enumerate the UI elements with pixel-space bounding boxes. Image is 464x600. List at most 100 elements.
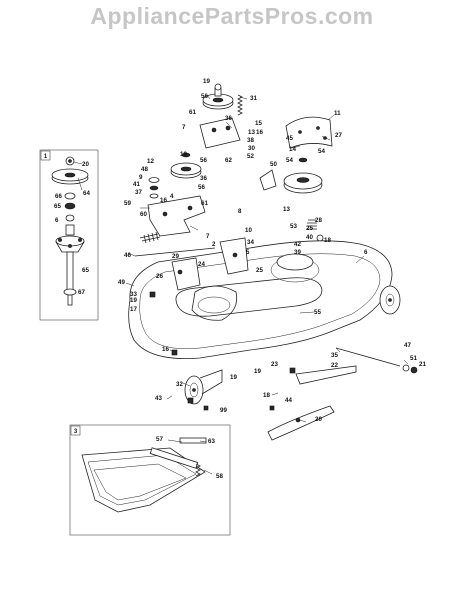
callout-13: 13 — [248, 129, 255, 136]
callout-61-b: 61 — [201, 200, 208, 207]
callout-14: 14 — [289, 146, 296, 153]
callout-23: 23 — [271, 361, 278, 368]
callout-40: 40 — [306, 234, 313, 241]
front-gauge-wheel-left — [184, 369, 223, 405]
callout-19: 19 — [203, 78, 210, 85]
callout-34: 34 — [247, 239, 254, 246]
callout-61: 61 — [189, 109, 196, 116]
callout-16: 16 — [256, 129, 263, 136]
belt-guard — [285, 116, 333, 149]
callout-16-b: 16 — [160, 197, 167, 204]
callout-56-c: 56 — [198, 184, 205, 191]
callout-63: 63 — [208, 438, 215, 445]
callout-7-b: 7 — [206, 233, 210, 240]
callout-13-b: 13 — [283, 206, 290, 213]
callout-59: 59 — [124, 200, 131, 207]
callout-36: 36 — [225, 115, 232, 122]
callout-6: 6 — [364, 249, 368, 256]
inset-1-box: 1 — [39, 149, 99, 321]
callout-65-upper: 65 — [54, 203, 61, 210]
callout-60: 60 — [140, 211, 147, 218]
callout-46: 46 — [124, 252, 131, 259]
callout-65-lower: 65 — [82, 267, 89, 274]
callout-18: 18 — [324, 237, 331, 244]
callout-43: 43 — [155, 395, 162, 402]
callout-44: 44 — [285, 397, 292, 404]
mower-blade — [267, 365, 357, 441]
callout-28: 28 — [315, 217, 322, 224]
callout-17: 17 — [130, 306, 137, 313]
callout-19-b: 19 — [180, 151, 187, 158]
callout-66: 66 — [55, 193, 62, 200]
callout-19-d: 19 — [230, 374, 237, 381]
callout-55: 55 — [314, 309, 321, 316]
callout-36-b: 36 — [200, 175, 207, 182]
callout-56-b: 56 — [200, 157, 207, 164]
callout-33: 33 — [130, 291, 137, 298]
callout-42: 42 — [294, 241, 301, 248]
callout-24: 24 — [198, 261, 205, 268]
callout-25-b: 25 — [256, 267, 263, 274]
mulch-plate — [81, 437, 207, 513]
callout-51: 51 — [410, 355, 417, 362]
callout-5: 5 — [246, 249, 250, 256]
idler-pulley-left — [134, 152, 216, 257]
callout-21: 21 — [419, 361, 426, 368]
callout-32: 32 — [176, 381, 183, 388]
mower-deck-shell — [128, 237, 393, 359]
callout-20: 20 — [82, 161, 89, 168]
callout-31: 31 — [250, 95, 257, 102]
callout-16-c: 16 — [162, 346, 169, 353]
callout-57: 57 — [156, 436, 163, 443]
callout-39: 39 — [294, 249, 301, 256]
callout-11: 11 — [334, 110, 341, 117]
rear-gauge-wheel-right — [379, 285, 401, 315]
callout-25: 25 — [306, 225, 313, 232]
callout-15: 15 — [255, 120, 262, 127]
watermark-title: AppliancePartsPros.com — [90, 3, 374, 29]
callout-54-lower: 54 — [286, 157, 293, 164]
deck-pulley-right — [259, 157, 324, 242]
callout-52: 52 — [247, 153, 254, 160]
callout-30: 30 — [248, 145, 255, 152]
callout-29: 29 — [172, 253, 179, 260]
callout-48: 48 — [141, 166, 148, 173]
callout-58: 58 — [216, 473, 223, 480]
callout-22: 22 — [331, 362, 338, 369]
callout-18-b: 18 — [263, 392, 270, 399]
callout-53: 53 — [290, 223, 297, 230]
spindle-assembly — [51, 156, 89, 306]
callout-99: 99 — [220, 407, 227, 414]
callout-67: 67 — [78, 289, 85, 296]
callout-10: 10 — [245, 227, 252, 234]
hardware-bolts — [149, 291, 296, 411]
callout-26: 26 — [156, 273, 163, 280]
callout-56: 56 — [201, 93, 208, 100]
callout-7: 7 — [182, 124, 186, 131]
callout-45: 45 — [286, 135, 293, 142]
inset-1-label: 1 — [44, 154, 48, 160]
callout-9: 9 — [139, 174, 143, 181]
callout-8: 8 — [238, 208, 242, 215]
callout-12: 12 — [147, 158, 154, 165]
callout-27: 27 — [335, 132, 342, 139]
callout-50: 50 — [270, 161, 277, 168]
idler-pulley-top — [199, 83, 243, 149]
deck-lift-rod — [335, 347, 418, 374]
inset-3-label: 3 — [74, 429, 78, 435]
callout-47: 47 — [404, 342, 411, 349]
callout-4: 4 — [170, 193, 174, 200]
callout-49: 49 — [118, 279, 125, 286]
callout-19-e: 19 — [254, 368, 261, 375]
callout-35: 35 — [331, 352, 338, 359]
callout-54-upper: 54 — [318, 148, 325, 155]
callout-41: 41 — [133, 181, 140, 188]
callout-2: 2 — [212, 241, 216, 248]
leader-lines — [73, 94, 409, 475]
callout-19-c: 19 — [130, 297, 137, 304]
callout-6-inset: 6 — [55, 217, 59, 224]
callout-37: 37 — [135, 189, 142, 196]
callout-38: 38 — [247, 137, 254, 144]
callout-20-b: 20 — [315, 416, 322, 423]
